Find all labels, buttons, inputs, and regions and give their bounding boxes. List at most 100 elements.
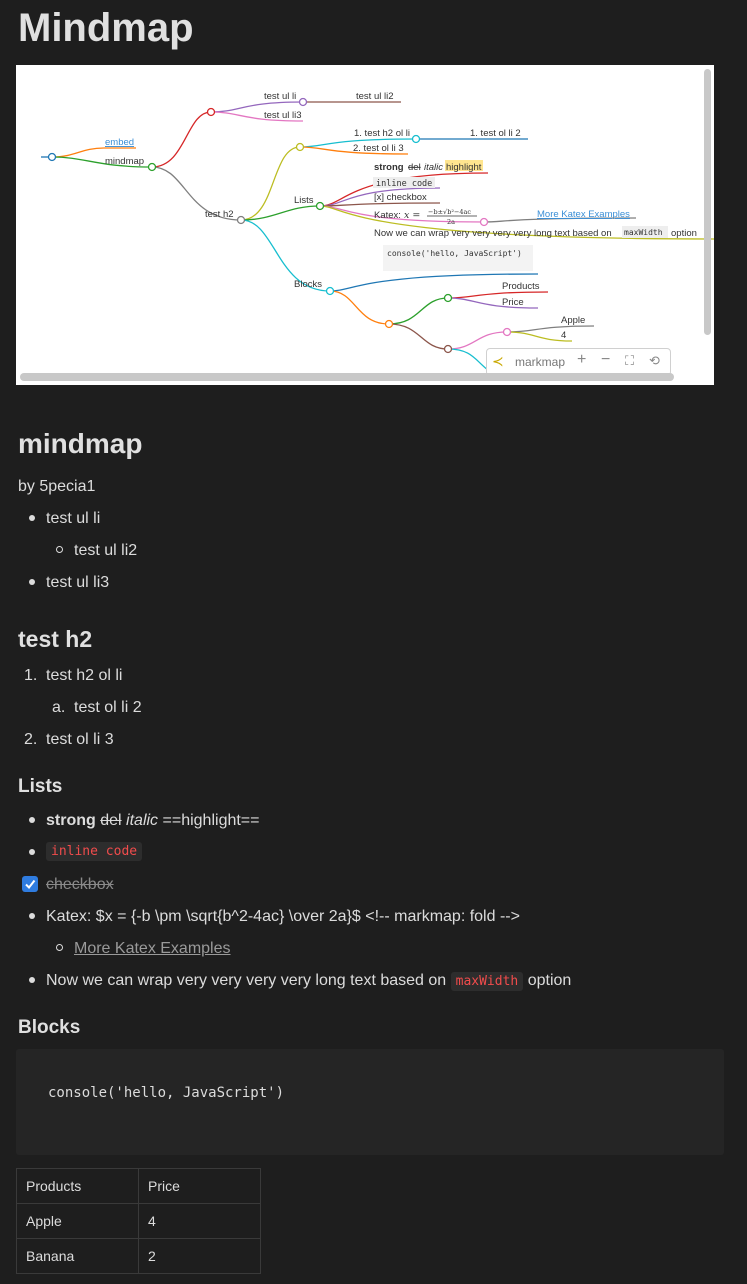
edge-table [329,290,390,325]
node-ol-li: 1. test h2 ol li [354,128,410,139]
edge-row-apple [447,331,508,350]
edge-wrap [319,205,714,240]
author: by 5pecia1 [18,478,96,495]
bullet-hollow [56,546,63,553]
wrap-code-bg [622,226,668,238]
highlight-text: ==highlight== [162,812,260,829]
mindmap-canvas[interactable]: embed mindmap test ul li test ul li2 tes… [16,65,714,385]
node-lists-circle [315,201,325,211]
node-ol-li3: 2. test ol li 3 [353,143,404,154]
highlight-bg [445,160,483,171]
wrap-item: Now we can wrap very very very very long… [46,972,572,991]
edge-products [447,291,549,299]
node-lists: Lists [294,195,314,206]
code-block: console('hello, JavaScript') [16,1049,724,1155]
inline-code-bg [373,177,435,188]
edge-katex-more [483,217,637,223]
table-cell: Apple [16,1203,139,1239]
edge-table-header [388,297,449,325]
list-item: test ol li 2 [74,699,142,716]
node-strong: strong [374,162,404,173]
list-item: test ol li 3 [46,731,114,748]
fit-icon[interactable]: ⛶ [625,353,635,368]
mindmap-toolbar: ≺ markmap + − ⛶ ⟲ [486,348,671,376]
node-four: 4 [561,330,566,341]
lists-heading: Lists [18,776,63,797]
code-text: console('hello, JavaScript') [48,1085,285,1101]
edge-console [329,273,539,292]
list-marker: a. [52,699,66,716]
node-embed: embed [105,137,134,148]
bullet-hollow [56,944,63,951]
mindmap-heading: mindmap [18,428,143,459]
horizontal-scrollbar[interactable] [20,373,674,381]
table-header-row: Products Price [16,1168,261,1204]
node-katex-formula: x = [404,210,420,221]
table-row: Banana 2 [16,1238,261,1274]
node-ul-li-circle [298,97,308,107]
katex-examples-link[interactable]: More Katex Examples [74,940,231,957]
checkbox[interactable] [22,876,38,892]
node-italic: italic [424,162,443,173]
strong-text: strong [46,812,96,829]
node-katex-circle [479,217,489,227]
node-katex-den: 2a [447,218,455,226]
node-header-circle [443,293,453,303]
zoom-out-icon[interactable]: − [601,351,611,368]
edge-four [506,331,573,342]
bullet [29,913,35,919]
bullet [29,579,35,585]
list-item: test ul li [46,510,101,527]
bullet [29,977,35,983]
edge-ol-li3 [299,146,409,155]
markmap-logo-icon: ≺ [492,353,504,369]
node-del: del [408,162,421,173]
products-table: Products Price Apple 4 Banana 2 [16,1168,261,1274]
edge-ul-li3 [210,111,304,122]
node-blocks-circle [325,286,335,296]
edge-table-row [388,323,449,350]
katex-item: Katex: $x = {-b \pm \sqrt{b^2-4ac} \over… [46,908,520,925]
node-price: Price [502,297,524,308]
console-bg [383,245,533,271]
edge-checkbox [319,202,441,207]
wrap-text: Now we can wrap very very very very long… [46,972,447,989]
edge-lists [240,205,321,221]
node-h2: test h2 [205,209,234,220]
node-blocks: Blocks [294,279,322,290]
list-item: test ul li3 [46,574,110,591]
vertical-scrollbar[interactable] [704,69,711,335]
edge-h2 [151,166,242,221]
wrap-code: maxWidth [450,972,524,991]
bullet [29,817,35,823]
list-marker: 1. [24,667,38,684]
node-ol-li-circle [411,134,421,144]
check-icon [25,879,36,890]
del-text: del [100,812,122,829]
node-root-circle [47,152,57,162]
table-cell: Banana [16,1238,139,1274]
node-mindmap: mindmap [105,156,144,167]
node-products: Products [502,281,540,292]
edge-ol [240,146,301,221]
zoom-in-icon[interactable]: + [577,351,587,368]
node-ol-circle [295,142,305,152]
edge-blocks [240,219,331,292]
table-row: Apple 4 [16,1203,261,1239]
markmap-brand[interactable]: markmap [515,355,566,369]
blocks-heading: Blocks [18,1017,81,1038]
node-wrap-tail: option [671,228,697,239]
edge-mindmap [51,156,153,168]
bullet [29,849,35,855]
wrap-tail: option [527,972,572,989]
mindmap-widget[interactable]: embed mindmap test ul li test ul li2 tes… [16,65,714,385]
italic-text: italic [126,812,159,829]
node-katex-num: −b±√b²−4ac [428,208,471,216]
toggle-recursive-icon[interactable]: ⟲ [649,353,660,368]
node-table-circle [384,319,394,329]
node-ol-li2: 1. test ol li 2 [470,128,521,139]
node-ul-circle [206,107,216,117]
edge-ul [151,111,212,168]
node-inline-code: inline code [376,179,432,189]
node-h2-circle [236,215,246,225]
